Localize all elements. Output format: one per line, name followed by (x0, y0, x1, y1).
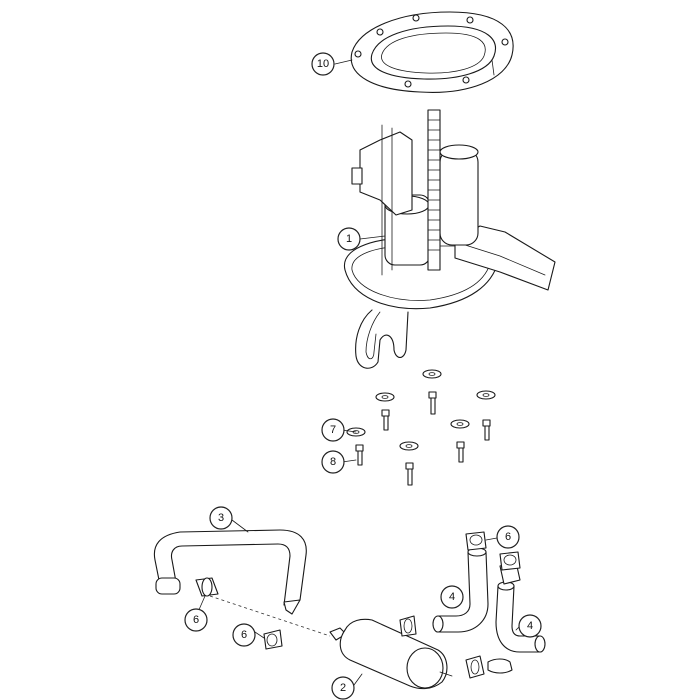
flange-gasket (350, 11, 514, 93)
callout-2: 2 (331, 676, 355, 700)
callout-10: 10 (311, 52, 335, 76)
callout-label: 6 (241, 629, 247, 641)
callout-label: 1 (346, 233, 352, 245)
callout-label: 6 (505, 531, 511, 543)
callout-label: 3 (218, 512, 224, 524)
callout-label: 8 (330, 456, 336, 468)
callout-label: 10 (317, 58, 329, 70)
callout-label: 7 (330, 424, 336, 436)
callout-7: 7 (321, 418, 345, 442)
callout-6-left: 6 (184, 608, 208, 632)
fuel-pump-assembly (343, 109, 556, 369)
callout-label: 6 (193, 614, 199, 626)
hose-clamp-loose (263, 629, 283, 650)
callout-4-upper: 4 (440, 585, 464, 609)
callout-8: 8 (321, 450, 345, 474)
callout-label: 2 (340, 682, 346, 694)
callout-6-middle: 6 (232, 623, 256, 647)
callout-1: 1 (337, 227, 361, 251)
callout-4-lower: 4 (518, 614, 542, 638)
callout-label: 4 (449, 591, 455, 603)
fuel-filter (329, 618, 453, 690)
callout-label: 4 (527, 620, 533, 632)
callout-6-right: 6 (496, 525, 520, 549)
washers-and-bolts (346, 369, 496, 486)
formed-fuel-hose (153, 529, 307, 615)
hose-clamps-top-right (465, 531, 521, 571)
callout-3: 3 (209, 506, 233, 530)
